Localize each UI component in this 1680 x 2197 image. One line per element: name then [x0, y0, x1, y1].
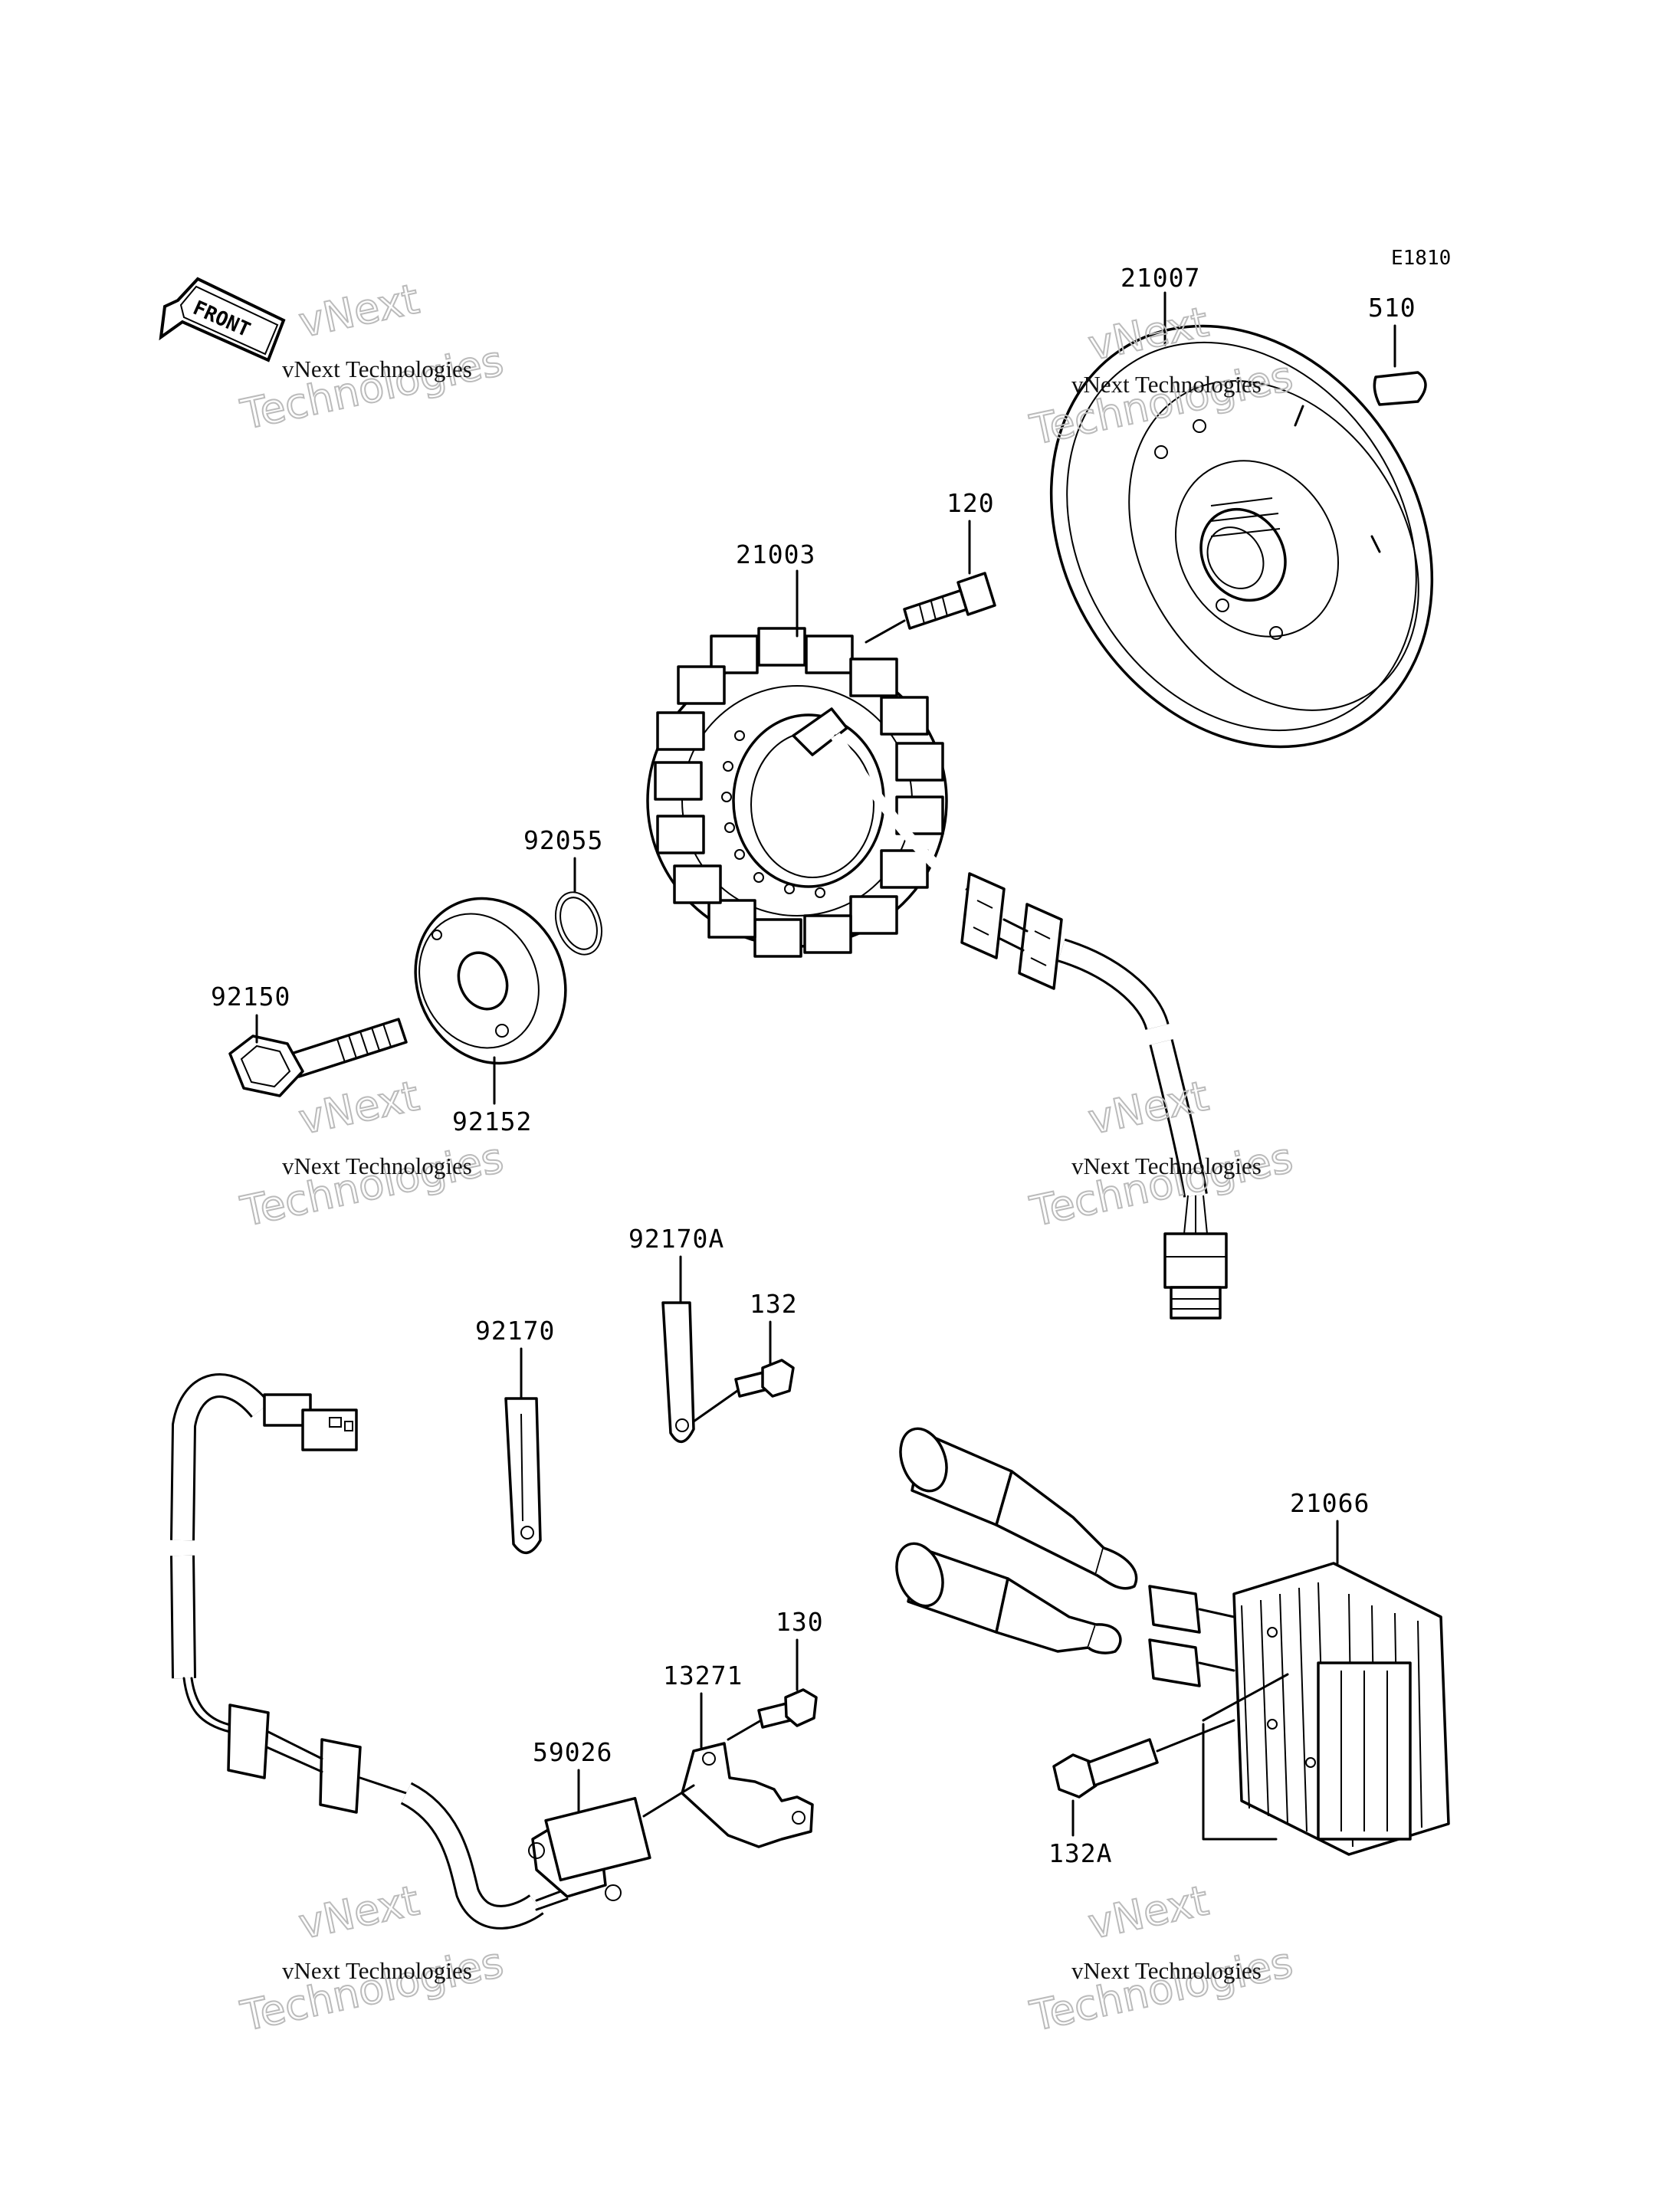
flange-92152[interactable]: [389, 874, 592, 1088]
svg-text:Technologies: Technologies: [237, 1938, 507, 2041]
key-510[interactable]: [1373, 371, 1427, 406]
watermark-bottom-right: vNext Technologies vNext Technologies: [1025, 1875, 1298, 2041]
svg-text:vNext Technologies: vNext Technologies: [282, 356, 472, 382]
svg-text:vNext: vNext: [295, 274, 423, 346]
bolt-132[interactable]: [734, 1359, 795, 1398]
bolt-120[interactable]: [903, 572, 996, 630]
label-59026[interactable]: 59026: [533, 1737, 612, 1767]
stator-harness[interactable]: [831, 733, 1228, 1320]
label-13271[interactable]: 13271: [663, 1661, 743, 1690]
regulator-21066[interactable]: [888, 1422, 1450, 1856]
svg-text:vNext: vNext: [295, 1071, 423, 1143]
bolt-130[interactable]: [757, 1688, 818, 1729]
rotor-21007[interactable]: [974, 254, 1508, 818]
svg-text:Technologies: Technologies: [1026, 1133, 1297, 1236]
svg-text:Technologies: Technologies: [237, 336, 507, 439]
label-92152[interactable]: 92152: [452, 1107, 532, 1136]
bracket-13271[interactable]: [681, 1742, 814, 1848]
svg-text:vNext Technologies: vNext Technologies: [1071, 1957, 1262, 1984]
svg-text:vNext Technologies: vNext Technologies: [1071, 371, 1262, 398]
svg-text:vNext Technologies: vNext Technologies: [282, 1957, 472, 1984]
diagram-code: E1810: [1391, 247, 1451, 270]
stator-21003[interactable]: [646, 627, 948, 958]
label-21007[interactable]: 21007: [1121, 263, 1200, 293]
watermark-mid-right: vNext Technologies vNext Technologies: [1025, 1071, 1298, 1237]
label-92150[interactable]: 92150: [211, 982, 290, 1012]
watermark-top-left: vNext Technologies vNext Technologies: [236, 274, 508, 440]
label-132A[interactable]: 132A: [1048, 1838, 1112, 1868]
label-120[interactable]: 120: [947, 488, 995, 518]
bolt-132A[interactable]: [1052, 1738, 1159, 1799]
label-21066[interactable]: 21066: [1290, 1488, 1370, 1518]
svg-text:vNext Technologies: vNext Technologies: [1071, 1153, 1262, 1179]
svg-text:Technologies: Technologies: [1026, 1938, 1297, 2041]
strap-92170[interactable]: [504, 1397, 542, 1554]
bolt-92150[interactable]: [228, 1018, 408, 1097]
pickup-harness[interactable]: [170, 1373, 651, 1930]
o-ring-92055[interactable]: [547, 886, 609, 961]
svg-text:vNext: vNext: [295, 1876, 423, 1948]
label-130[interactable]: 130: [776, 1607, 824, 1637]
label-92170[interactable]: 92170: [475, 1316, 555, 1346]
front-arrow-icon: FRONT: [159, 277, 286, 362]
svg-text:vNext Technologies: vNext Technologies: [282, 1153, 472, 1179]
label-92170A[interactable]: 92170A: [628, 1224, 724, 1254]
strap-92170A[interactable]: [661, 1301, 695, 1443]
label-132[interactable]: 132: [750, 1289, 798, 1319]
svg-text:Technologies: Technologies: [237, 1133, 507, 1236]
label-510[interactable]: 510: [1368, 293, 1416, 323]
svg-text:vNext: vNext: [1084, 1876, 1212, 1948]
label-21003[interactable]: 21003: [736, 539, 815, 569]
label-92055[interactable]: 92055: [523, 825, 603, 855]
